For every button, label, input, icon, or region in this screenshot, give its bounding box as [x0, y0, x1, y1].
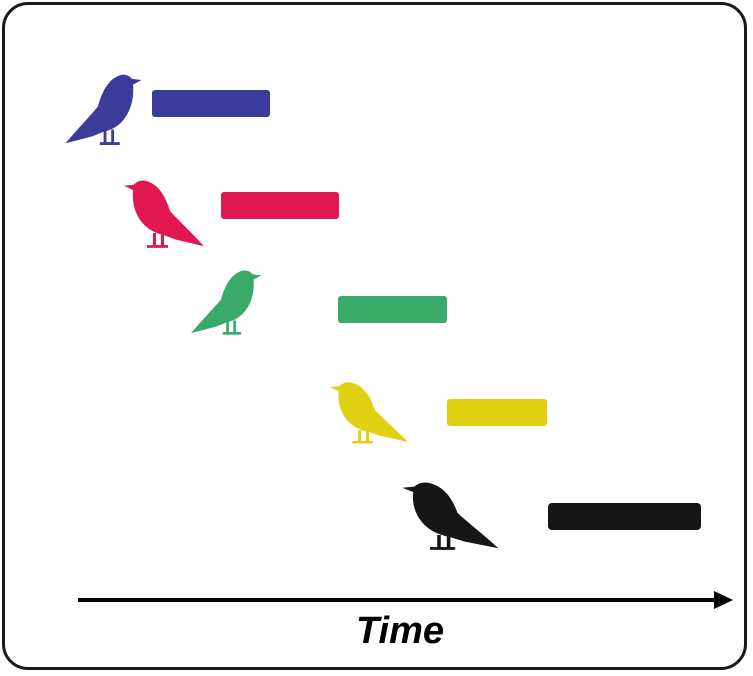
black-bird-icon	[402, 482, 499, 550]
bird-row-4	[329, 382, 547, 444]
duration-bar-5	[548, 503, 701, 530]
duration-bar-3	[338, 296, 447, 323]
bird-row-2	[124, 180, 339, 248]
duration-bar-2	[221, 192, 339, 219]
bird-row-3	[191, 270, 447, 335]
bird-row-5	[402, 482, 701, 550]
bird-row-1	[65, 74, 270, 146]
yellow-bird-icon	[329, 382, 409, 444]
duration-bar-1	[152, 90, 270, 117]
time-axis-arrow	[78, 591, 733, 609]
blue-bird-icon	[65, 74, 142, 146]
time-axis-label: Time	[355, 610, 444, 652]
green-bird-icon	[191, 270, 262, 335]
duration-bar-4	[447, 399, 547, 426]
red-bird-icon	[124, 180, 204, 248]
